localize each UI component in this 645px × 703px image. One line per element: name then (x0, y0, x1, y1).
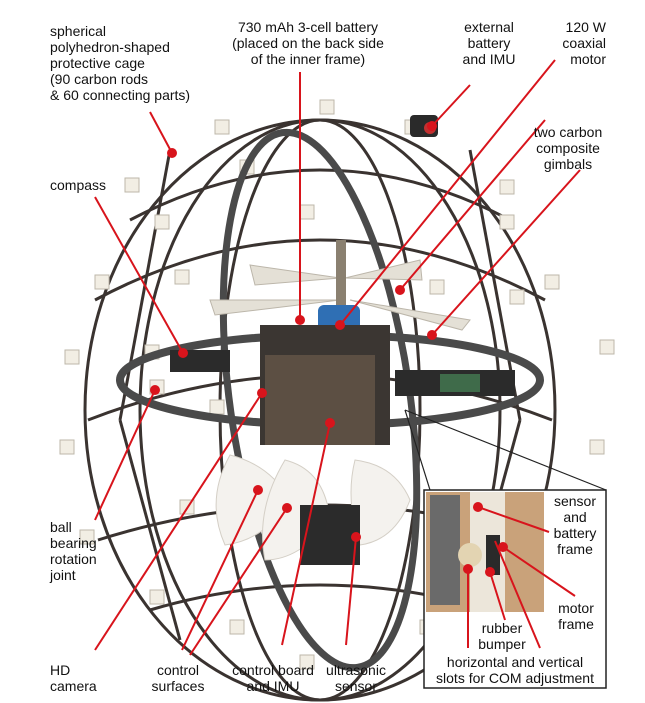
leader-lines (94, 59, 581, 656)
label-compass: compass (50, 177, 107, 193)
label-battery: 730 mAh 3-cell battery (placed on the ba… (232, 19, 384, 67)
label-control-board: control board and IMU (232, 662, 314, 694)
label-hd-camera: HD camera (50, 662, 97, 694)
detail-inset (423, 489, 607, 689)
label-coaxial-motor: 120 W coaxial motor (562, 19, 606, 67)
label-ultrasonic-sensor: ultrasonic sensor (326, 662, 386, 694)
label-control-surfaces: control surfaces (151, 662, 205, 694)
label-external-battery: external battery and IMU (462, 19, 516, 67)
label-com-slots: horizontal and vertical slots for COM ad… (436, 654, 594, 686)
label-ball-bearing: ball bearing rotation joint (50, 519, 97, 583)
label-gimbals: two carbon composite gimbals (533, 124, 603, 172)
center-frame (170, 325, 515, 445)
label-rubber-bumper: rubber bumper (478, 620, 526, 652)
label-cage: spherical polyhedron-shaped protective c… (50, 23, 191, 103)
propellers (209, 259, 471, 331)
label-motor-frame: motor frame (558, 600, 594, 632)
label-sensor-frame: sensor and battery frame (553, 493, 597, 557)
ultrasonic-sensor-body (300, 505, 360, 565)
